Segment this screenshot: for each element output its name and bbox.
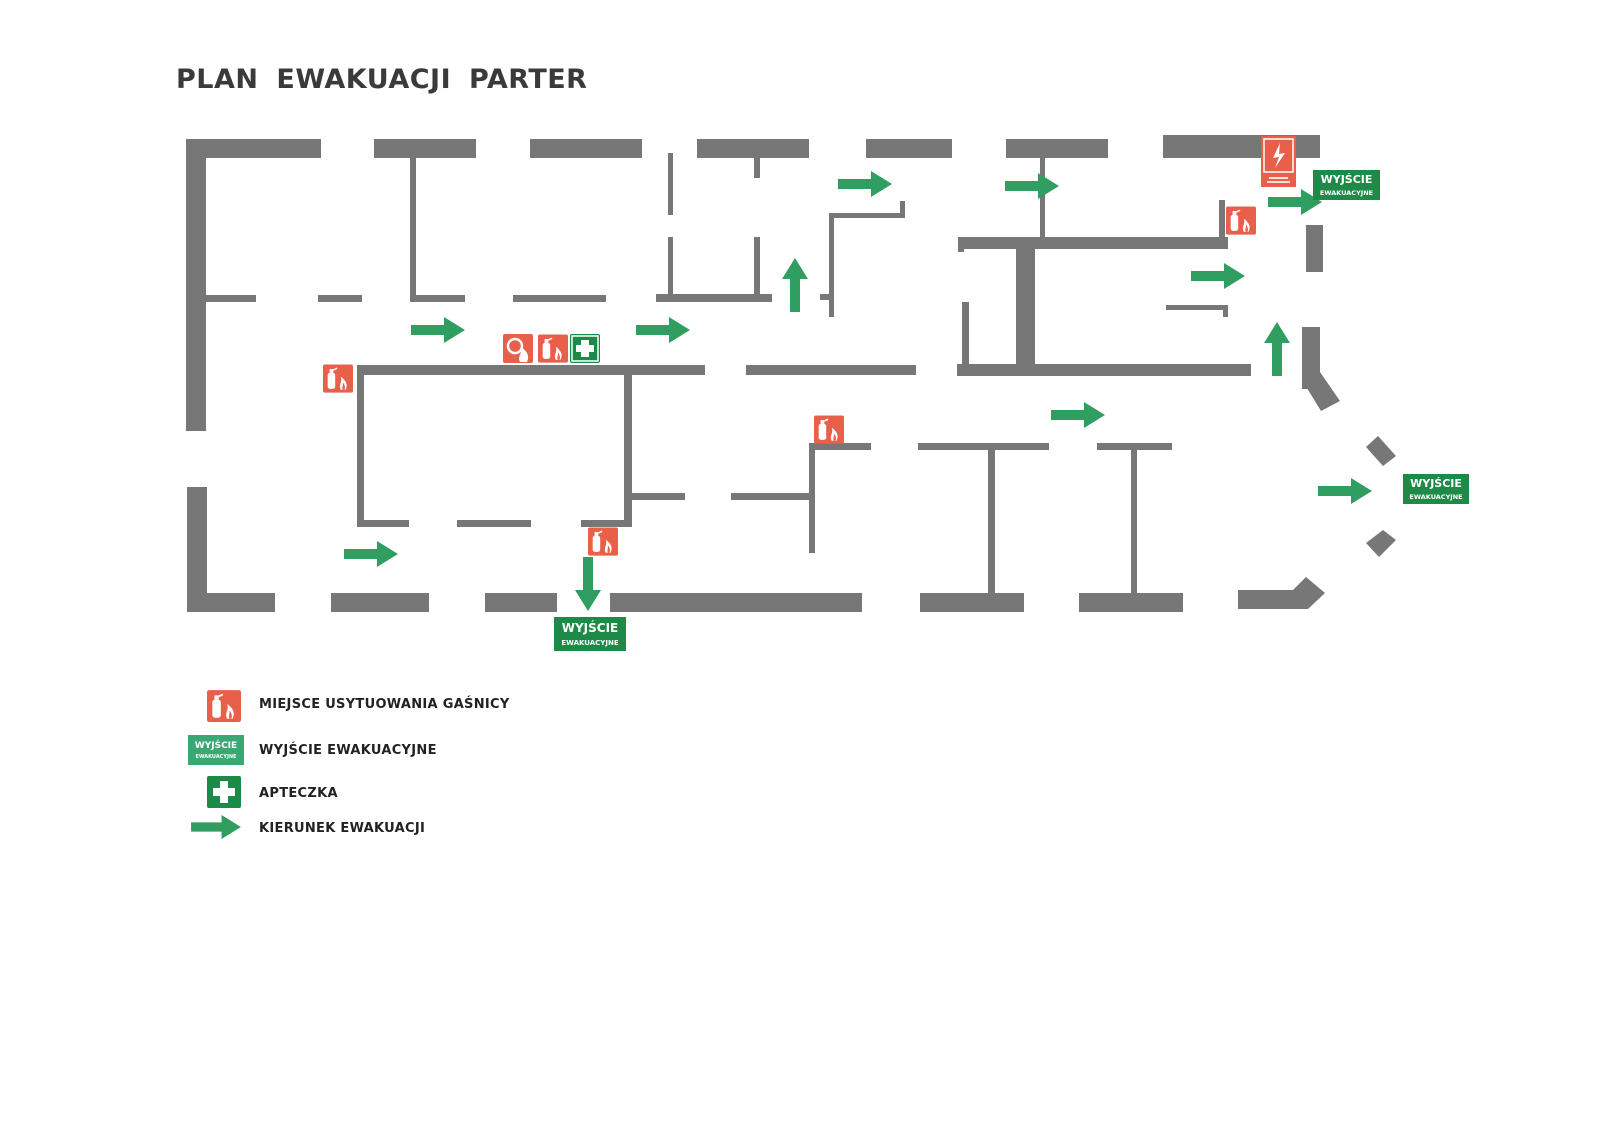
exit-sign-icon: WYJŚCIE EWAKUACYJNE xyxy=(188,735,244,765)
svg-text:WYJŚCIE: WYJŚCIE xyxy=(1321,173,1373,186)
svg-text:EWAKUACYJNE: EWAKUACYJNE xyxy=(1320,189,1373,197)
svg-text:WYJŚCIE: WYJŚCIE xyxy=(562,620,619,635)
evacuation-arrow-icon xyxy=(344,541,398,567)
extinguisher-signs xyxy=(323,206,1256,556)
legend-icons: WYJŚCIE EWAKUACYJNE xyxy=(188,690,244,839)
first-aid-kit-icon xyxy=(207,776,241,808)
svg-text:WYJŚCIE: WYJŚCIE xyxy=(1410,477,1462,490)
legend-label-exit: WYJŚCIE EWAKUACYJNE xyxy=(259,743,437,758)
exit-sign: WYJŚCIE EWAKUACYJNE xyxy=(554,617,626,651)
svg-text:WYJŚCIE: WYJŚCIE xyxy=(195,739,237,751)
fire-extinguisher-icon xyxy=(588,527,618,556)
first-aid-kit-icon xyxy=(570,334,600,363)
svg-text:EWAKUACYJNE: EWAKUACYJNE xyxy=(561,639,618,647)
svg-text:EWAKUACYJNE: EWAKUACYJNE xyxy=(1409,493,1462,501)
fire-extinguisher-icon xyxy=(207,690,241,722)
evacuation-arrow-down-icon xyxy=(575,557,601,611)
fire-extinguisher-icon xyxy=(323,364,353,393)
evacuation-arrow-icon xyxy=(838,171,892,197)
exit-sign: WYJŚCIE EWAKUACYJNE xyxy=(1313,170,1380,200)
legend-label-extinguisher: MIEJSCE USYTUOWANIA GAŚNICY xyxy=(259,697,510,712)
evacuation-arrow-icon xyxy=(1005,173,1059,199)
arrow-right-icon xyxy=(191,815,241,839)
fire-extinguisher-icon xyxy=(538,334,568,363)
evacuation-arrow-icon xyxy=(1191,263,1245,289)
evacuation-arrow-icon xyxy=(411,317,465,343)
legend-label-first-aid: APTECZKA xyxy=(259,786,338,801)
evacuation-arrow-up-icon xyxy=(1264,322,1290,376)
electrical-hazard-icon xyxy=(1261,136,1296,187)
fire-extinguisher-icon xyxy=(814,415,844,444)
evacuation-arrow-icon xyxy=(636,317,690,343)
legend-label-direction: KIERUNEK EWAKUACJI xyxy=(259,821,426,836)
svg-text:EWAKUACYJNE: EWAKUACYJNE xyxy=(196,754,237,760)
evacuation-arrow-icon xyxy=(1051,402,1105,428)
exit-sign: WYJŚCIE EWAKUACYJNE xyxy=(1403,474,1469,504)
plan-title: PLAN EWAKUACJI PARTER xyxy=(176,64,588,95)
fire-extinguisher-icon xyxy=(1226,206,1256,235)
evacuation-arrow-up-icon xyxy=(782,258,808,312)
evacuation-arrow-icon xyxy=(1318,478,1372,504)
walls xyxy=(186,135,1396,612)
fire-hose-icon xyxy=(503,334,533,363)
